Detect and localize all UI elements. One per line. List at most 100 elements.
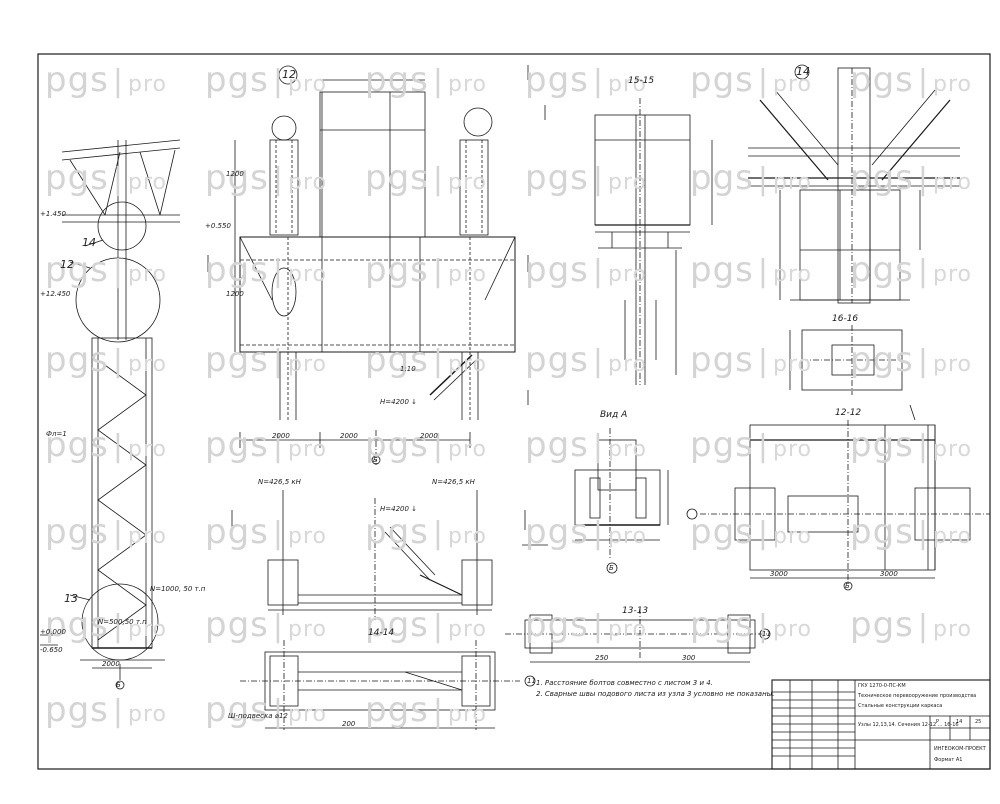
watermark-separator: |: [272, 694, 284, 729]
watermark-brand: pgs: [850, 60, 914, 100]
watermark: pgs|pro: [850, 605, 972, 645]
watermark-separator: |: [112, 516, 124, 551]
watermark-brand: pgs: [45, 158, 109, 198]
load-label: N=426,5 кН: [432, 478, 475, 486]
watermark-suffix: pro: [933, 170, 972, 195]
watermark: pgs|pro: [205, 158, 327, 198]
axis-mark-view-a: Б: [609, 564, 614, 572]
watermark-suffix: pro: [933, 437, 972, 462]
load-label: N=426,5 кН: [258, 478, 301, 486]
watermark-separator: |: [757, 254, 769, 289]
watermark-brand: pgs: [45, 690, 109, 730]
watermark-separator: |: [917, 64, 929, 99]
callout-12: 12: [60, 258, 74, 271]
titleblock-code: ГКУ 1270-0-ПС-КМ: [858, 683, 906, 689]
watermark-suffix: pro: [128, 170, 167, 195]
view-a-drawing: [574, 428, 669, 574]
watermark: pgs|pro: [525, 605, 647, 645]
watermark-suffix: pro: [288, 170, 327, 195]
watermark: pgs|pro: [690, 425, 812, 465]
watermark-suffix: pro: [773, 262, 812, 287]
axis-mark-13-13: 11: [762, 630, 771, 638]
watermark-suffix: pro: [128, 617, 167, 642]
watermark-brand: pgs: [205, 250, 269, 290]
watermark: pgs|pro: [45, 60, 167, 100]
watermark-separator: |: [917, 516, 929, 551]
watermark: pgs|pro: [45, 512, 167, 552]
watermark-brand: pgs: [850, 512, 914, 552]
watermark-separator: |: [917, 254, 929, 289]
watermark: pgs|pro: [45, 158, 167, 198]
watermark-brand: pgs: [205, 60, 269, 100]
watermark-suffix: pro: [448, 524, 487, 549]
titleblock-project: Техническое перевооружение производства: [858, 693, 977, 699]
section-16-drawing: [789, 325, 903, 395]
watermark-separator: |: [272, 344, 284, 379]
watermark-separator: |: [112, 694, 124, 729]
dimension: 1200: [226, 170, 244, 178]
watermark: pgs|pro: [365, 512, 487, 552]
watermark-brand: pgs: [205, 512, 269, 552]
watermark: pgs|pro: [850, 250, 972, 290]
watermark: pgs|pro: [45, 425, 167, 465]
watermark: pgs|pro: [525, 425, 647, 465]
titleblock-sheet: 14: [956, 719, 963, 725]
watermark-separator: |: [917, 429, 929, 464]
watermark: pgs|pro: [205, 425, 327, 465]
watermark-suffix: pro: [773, 524, 812, 549]
watermark-suffix: pro: [288, 262, 327, 287]
watermark-separator: |: [757, 609, 769, 644]
watermark-brand: pgs: [690, 425, 754, 465]
watermark-brand: pgs: [850, 158, 914, 198]
dimension: 200: [342, 720, 356, 728]
section-title-15: 15-15: [628, 76, 655, 86]
elevation-mark: -0.650: [40, 646, 63, 654]
watermark: pgs|pro: [850, 158, 972, 198]
watermark: pgs|pro: [205, 340, 327, 380]
dimension: 3000: [770, 570, 788, 578]
watermark-brand: pgs: [45, 60, 109, 100]
watermark-separator: |: [592, 162, 604, 197]
watermark-suffix: pro: [933, 262, 972, 287]
titleblock-org: ИНГЕОКОМ-ПРОЕКТ: [934, 746, 986, 752]
watermark-brand: pgs: [850, 425, 914, 465]
watermark: pgs|pro: [205, 250, 327, 290]
watermark-separator: |: [432, 162, 444, 197]
watermark-separator: |: [272, 429, 284, 464]
watermark-separator: |: [112, 64, 124, 99]
watermark-suffix: pro: [288, 702, 327, 727]
watermark-brand: pgs: [45, 512, 109, 552]
watermark-suffix: pro: [448, 617, 487, 642]
watermark-brand: pgs: [525, 340, 589, 380]
axis-mark-12-12: Б: [845, 582, 850, 590]
note-label: 1:10: [400, 365, 416, 373]
watermark-separator: |: [757, 429, 769, 464]
watermark-brand: pgs: [850, 340, 914, 380]
elevation-mark: +0.000: [40, 628, 66, 636]
watermark: pgs|pro: [45, 605, 167, 645]
watermark-suffix: pro: [608, 437, 647, 462]
watermark: pgs|pro: [690, 158, 812, 198]
axis-mark-left: Б: [116, 681, 121, 689]
watermark-suffix: pro: [773, 72, 812, 97]
dimension: 1200: [226, 290, 244, 298]
height-label: Н=4200 ↓: [380, 398, 418, 406]
watermark-suffix: pro: [448, 170, 487, 195]
watermark: pgs|pro: [850, 60, 972, 100]
watermark-brand: pgs: [365, 158, 429, 198]
watermark-brand: pgs: [205, 340, 269, 380]
section-14-drawing: [240, 640, 536, 730]
dimension: 2000: [102, 660, 120, 668]
callout-14: 14: [82, 236, 96, 249]
watermark-separator: |: [432, 516, 444, 551]
watermark-separator: |: [272, 162, 284, 197]
watermark-separator: |: [592, 429, 604, 464]
watermark-suffix: pro: [608, 170, 647, 195]
watermark: pgs|pro: [205, 605, 327, 645]
watermark-separator: |: [592, 516, 604, 551]
watermark: pgs|pro: [45, 340, 167, 380]
note-2: 2. Сварные швы подового листа из узла 3 …: [536, 690, 775, 698]
watermark-suffix: pro: [288, 437, 327, 462]
watermark: pgs|pro: [690, 512, 812, 552]
watermark: pgs|pro: [365, 690, 487, 730]
